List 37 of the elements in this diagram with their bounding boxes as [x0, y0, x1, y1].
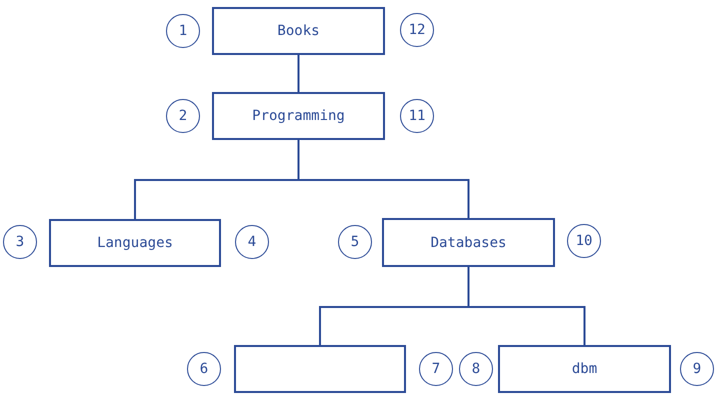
connector-line	[298, 140, 470, 218]
step-number: 10	[576, 233, 592, 249]
number-circle	[235, 225, 269, 259]
category-box	[234, 345, 406, 393]
category-box	[212, 7, 385, 55]
step-number: 12	[408, 22, 426, 38]
category-label: Programming	[252, 108, 345, 124]
category-label: dbm	[572, 361, 598, 377]
number-circle	[680, 352, 714, 386]
number-circle	[567, 224, 601, 258]
category-label: Books	[277, 23, 320, 39]
number-circle	[166, 99, 200, 133]
step-number: 2	[178, 108, 188, 124]
number-circle	[419, 352, 453, 386]
connector-line	[298, 55, 300, 92]
number-circle	[187, 352, 221, 386]
step-number: 8	[472, 361, 480, 377]
number-circle	[400, 99, 434, 133]
number-circle	[3, 225, 37, 259]
number-circle	[400, 13, 434, 47]
step-number: 5	[350, 234, 360, 250]
step-number: 1	[178, 23, 188, 39]
category-box	[498, 345, 671, 393]
step-number: 6	[200, 361, 208, 377]
category-box	[49, 219, 221, 267]
step-number: 9	[692, 361, 702, 377]
category-box	[212, 92, 385, 140]
category-label: Languages	[97, 235, 173, 251]
number-circle	[459, 352, 493, 386]
step-number: 3	[16, 234, 24, 250]
category-label: Databases	[430, 234, 506, 250]
step-number: 4	[248, 234, 256, 250]
step-number: 7	[432, 361, 440, 377]
number-circle	[166, 14, 200, 48]
step-number: 11	[408, 108, 426, 124]
number-circle	[338, 225, 372, 259]
category-box	[382, 218, 555, 267]
